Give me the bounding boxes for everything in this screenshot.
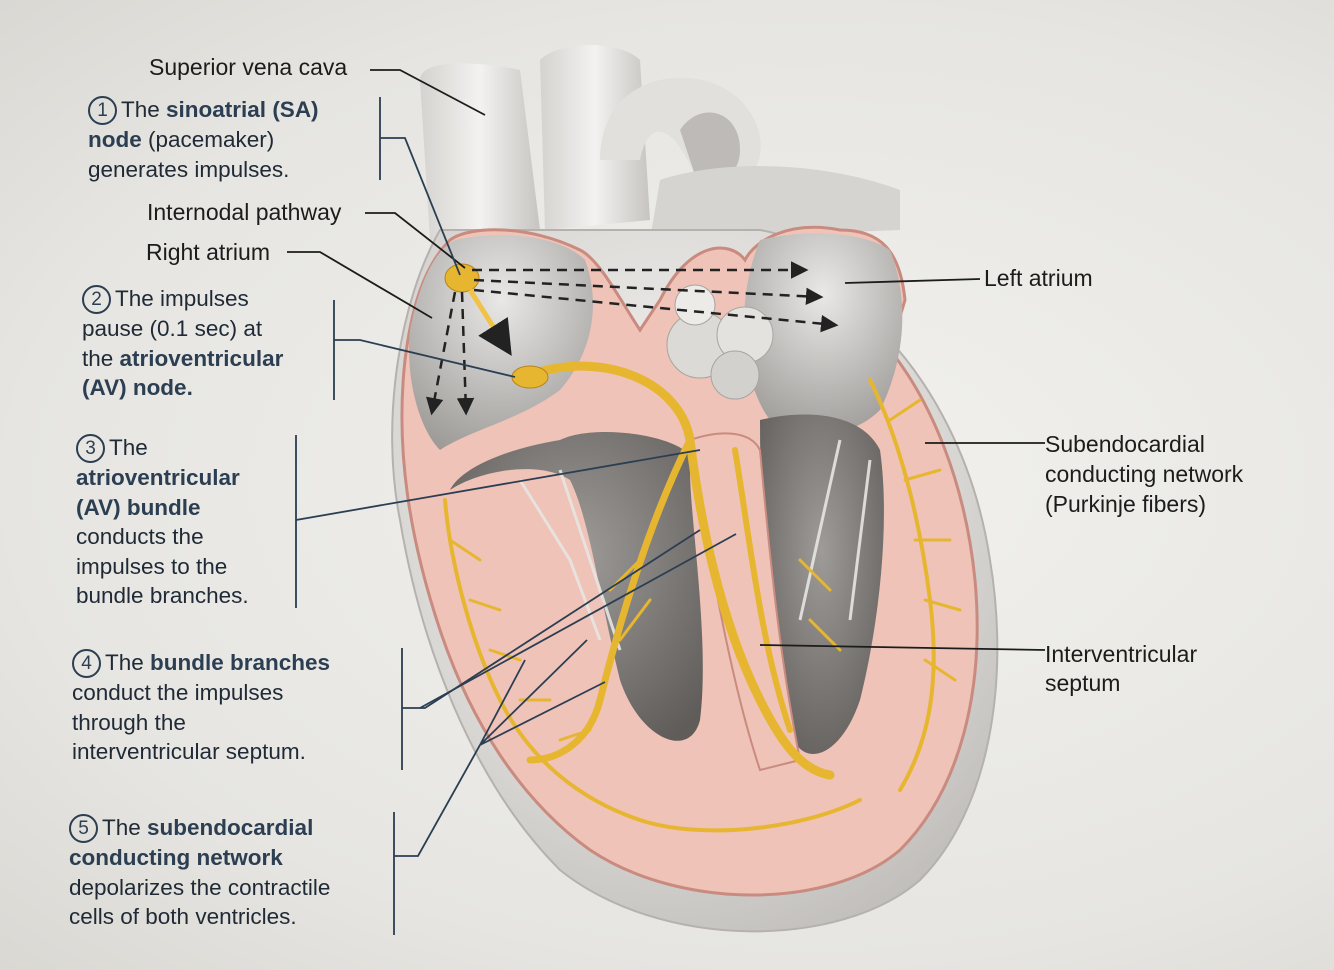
- step-text: (pacemaker): [141, 127, 275, 152]
- left-atrium-chamber: [743, 233, 903, 434]
- step-2-line: the atrioventricular: [82, 344, 283, 374]
- step-1-line: node (pacemaker): [88, 125, 319, 155]
- step-text: The: [105, 650, 151, 675]
- step-number-badge: 4: [72, 649, 101, 678]
- conduction-system: [443, 361, 962, 833]
- step-5-line: cells of both ventricles.: [69, 902, 330, 932]
- right-ventricle-cavity: [450, 431, 703, 741]
- step-text: The impulses: [115, 286, 249, 311]
- valve-lumps: [666, 284, 774, 400]
- step-brackets: [295, 97, 737, 935]
- step-number-badge: 3: [76, 434, 105, 463]
- step-text: bundle branches.: [76, 583, 249, 608]
- step-2-line: pause (0.1 sec) at: [82, 314, 283, 344]
- left-ventricle-cavity: [760, 414, 884, 754]
- step-4-line: interventricular septum.: [72, 737, 330, 767]
- step-term: atrioventricular: [76, 465, 240, 490]
- sa-node: [444, 263, 480, 293]
- step-3-line: bundle branches.: [76, 581, 249, 611]
- step-text: conducts the: [76, 524, 204, 549]
- step-text: The: [121, 97, 167, 122]
- step-text: The: [109, 435, 148, 460]
- step-term: conducting network: [69, 845, 283, 870]
- step-2-line: (AV) node.: [82, 373, 283, 403]
- label-septum-line2: septum: [1045, 670, 1121, 696]
- label-superior-vena-cava: Superior vena cava: [149, 54, 348, 80]
- label-internodal-pathway: Internodal pathway: [147, 199, 342, 225]
- step-text: generates impulses.: [88, 156, 290, 182]
- av-node: [511, 365, 549, 389]
- step-1-line: generates impulses.: [88, 155, 319, 185]
- label-purkinje-line2: conducting network: [1045, 461, 1244, 487]
- step-5-line: depolarizes the contractile: [69, 873, 330, 903]
- step-4-line: through the: [72, 708, 330, 738]
- label-purkinje-line1: Subendocardial: [1045, 431, 1205, 457]
- leader-lines: [287, 69, 1046, 651]
- chordae-tendineae: [518, 439, 872, 651]
- step-term: subendocardial: [147, 815, 314, 840]
- step-3-line: atrioventricular: [76, 463, 249, 493]
- step-term: node: [88, 127, 142, 152]
- label-purkinje-line3: (Purkinje fibers): [1045, 491, 1207, 517]
- step-5-line: conducting network: [69, 843, 330, 873]
- step-text: conduct the impulses: [72, 680, 284, 705]
- label-septum-line1: Interventricular: [1045, 641, 1198, 667]
- step-number-badge: 5: [69, 814, 98, 843]
- label-left-atrium: Left atrium: [984, 265, 1093, 291]
- step-text: The: [102, 815, 148, 840]
- step-text: the: [82, 345, 120, 371]
- step-3-line: (AV) bundle: [76, 493, 249, 523]
- step-text: impulses to the: [76, 553, 228, 579]
- step-term: (AV) node.: [82, 375, 193, 400]
- step-number-badge: 1: [88, 96, 117, 125]
- step-4-line: conduct the impulses: [72, 678, 330, 708]
- great-vessels: [420, 45, 900, 240]
- step-term: bundle branches: [150, 650, 331, 675]
- step-3-line: conducts the: [76, 522, 249, 552]
- step-text: pause (0.1 sec) at: [82, 316, 263, 341]
- step-number-badge: 2: [82, 285, 111, 314]
- step-text: cells of both ventricles.: [69, 904, 297, 929]
- step-text: interventricular septum.: [72, 739, 306, 764]
- step-term: atrioventricular: [119, 345, 284, 371]
- step-text: depolarizes the contractile: [69, 874, 331, 900]
- impulse-arrows: [426, 261, 839, 416]
- step-text: through the: [72, 709, 186, 735]
- label-right-atrium: Right atrium: [146, 239, 270, 265]
- step-term: (AV) bundle: [76, 494, 201, 520]
- step-term: sinoatrial (SA): [166, 97, 319, 122]
- step-3-line: impulses to the: [76, 552, 249, 582]
